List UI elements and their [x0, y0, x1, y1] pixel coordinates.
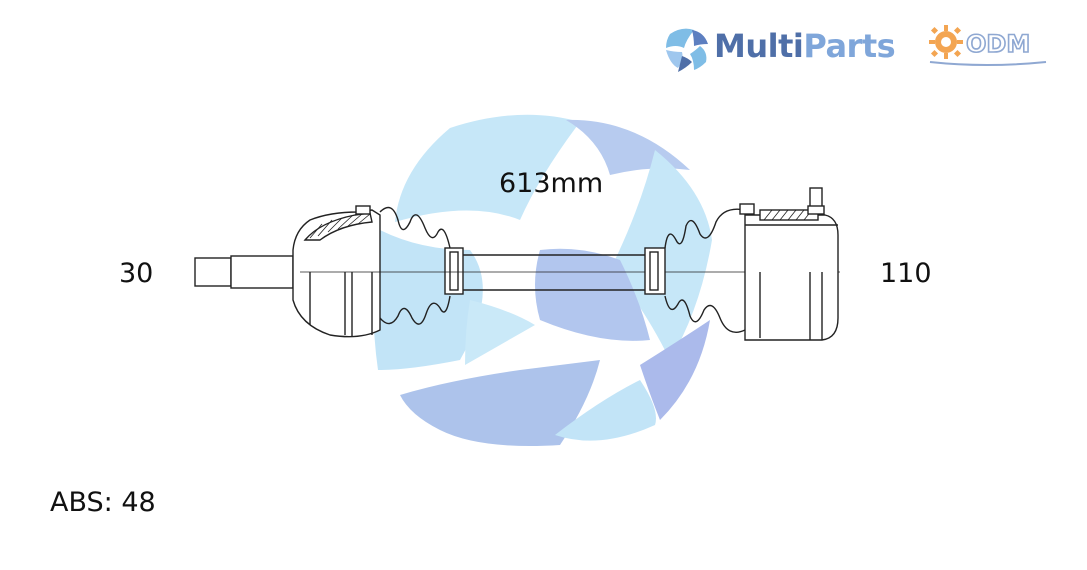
inner-joint-housing [744, 214, 839, 341]
odm-wordmark: ODM [966, 30, 1030, 58]
drive-shaft [194, 187, 840, 341]
brand-part-a: Multi [714, 27, 804, 65]
right-spline-count: 110 [880, 258, 932, 289]
right-boot-lower [664, 295, 746, 333]
right-boot-upper [664, 208, 746, 249]
abs-ring-teeth: ABS: 48 [50, 487, 156, 518]
odm-gear-icon: ODM [929, 25, 1047, 66]
shaft-length: 613mm [499, 168, 604, 199]
brand-logos: MultiParts ODM [660, 20, 1060, 76]
outer-cv-joint [292, 209, 381, 338]
multiparts-cube-icon [666, 28, 708, 72]
brand-part-b: Parts [803, 27, 896, 65]
left-boot-upper [379, 206, 451, 249]
left-spline-shaft [230, 255, 294, 289]
left-spline-count: 30 [119, 258, 154, 289]
multiparts-wordmark: MultiParts [714, 27, 896, 65]
left-boot-lower [379, 295, 451, 325]
left-spline-stub [194, 257, 232, 287]
